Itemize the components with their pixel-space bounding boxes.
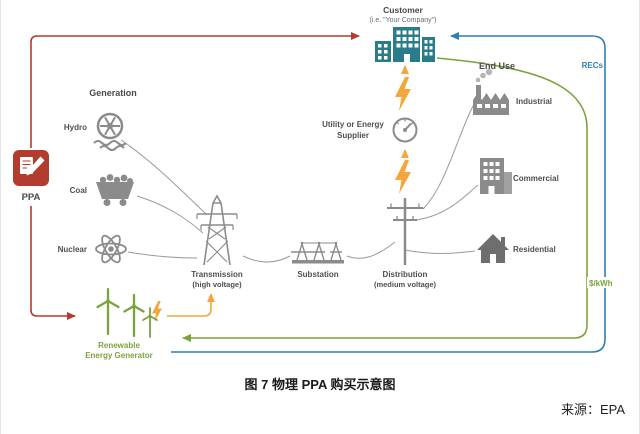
- meter-gauge-icon: [392, 117, 418, 143]
- residential-label: Residential: [513, 245, 556, 254]
- ppa-to-customer-line: [30, 32, 360, 148]
- transmission-label-line2: (high voltage): [192, 280, 242, 289]
- generation-title: Generation: [89, 88, 137, 98]
- utility-label-line1: Utility or Energy: [322, 120, 384, 129]
- ppa-contract-icon: [13, 150, 49, 186]
- commercial-label: Commercial: [513, 174, 559, 183]
- distribution-label-line2: (medium voltage): [374, 280, 437, 289]
- factory-icon: [473, 68, 509, 115]
- ppa-to-generator-line: [30, 206, 76, 320]
- distribution-to-commercial-line: [416, 184, 479, 221]
- customer-title: Customer: [383, 5, 423, 15]
- lightning-icon: [395, 77, 411, 111]
- transmission-to-substation-line: [242, 255, 291, 263]
- figure-source: 来源：EPA: [560, 402, 625, 417]
- generator-electricity-line: [167, 293, 215, 317]
- coal-label: Coal: [70, 186, 87, 195]
- recs-label: RECs: [582, 61, 604, 70]
- ppa-label: PPA: [22, 192, 41, 203]
- nuclear-atom-icon: [95, 234, 127, 264]
- substation-icon: [291, 241, 344, 264]
- distribution-to-residential-line: [404, 249, 476, 254]
- price-label: $/kWh: [589, 279, 613, 288]
- customer-subtitle: (i.e. "Your Company"): [370, 17, 437, 24]
- renewable-label-line1: Renewable: [98, 341, 140, 350]
- renewable-label-line2: Energy Generator: [85, 351, 153, 360]
- hydro-to-transmission-line: [120, 139, 208, 216]
- customer-buildings-icon: [375, 27, 435, 62]
- grid-connector-lines: [120, 105, 479, 263]
- lightning-bolts: [152, 77, 411, 323]
- utility-label-line2: Supplier: [337, 131, 369, 140]
- house-icon: [477, 234, 509, 263]
- recs-flow-line: [171, 32, 606, 353]
- payment-flow-line: [182, 57, 588, 342]
- lightning-icon: [152, 301, 162, 323]
- distribution-to-industrial-line: [422, 105, 474, 210]
- transmission-tower-icon: [196, 194, 238, 266]
- wind-turbines-icon: [96, 287, 158, 338]
- commercial-building-icon: [480, 158, 512, 194]
- transmission-label-line1: Transmission: [191, 270, 243, 279]
- substation-to-distribution-line: [346, 241, 396, 259]
- substation-label: Substation: [297, 270, 338, 279]
- lightning-icon: [395, 160, 411, 194]
- hydro-icon: [93, 112, 127, 151]
- coal-cart-icon: [96, 174, 134, 206]
- price-label-bg: [587, 277, 621, 288]
- distribution-label-line1: Distribution: [383, 270, 428, 279]
- hydro-label: Hydro: [64, 123, 87, 132]
- end-use-title: End Use: [479, 61, 515, 71]
- nuclear-to-transmission-line: [127, 251, 198, 259]
- distribution-pole-icon: [387, 198, 423, 265]
- industrial-label: Industrial: [516, 97, 552, 106]
- figure-caption: 图 7 物理 PPA 购买示意图: [244, 377, 396, 392]
- coal-to-transmission-line: [136, 195, 204, 234]
- nuclear-label: Nuclear: [58, 245, 87, 254]
